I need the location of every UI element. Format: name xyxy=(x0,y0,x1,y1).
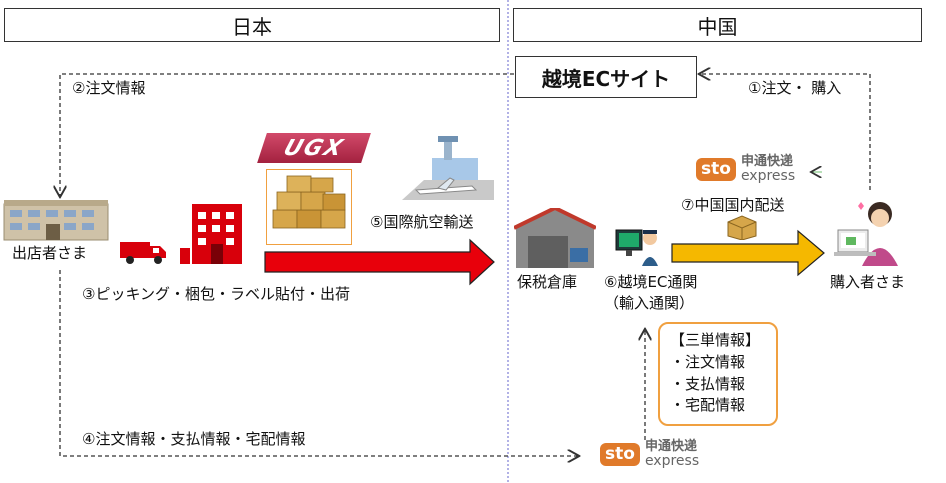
seller-office-building-icon xyxy=(3,200,109,241)
arrow-order-info xyxy=(60,73,514,196)
buyer-label: 購入者さま xyxy=(830,273,906,291)
info-box-title: 【三単情報】 xyxy=(670,331,761,349)
step2-label: ②注文情報 xyxy=(72,79,146,97)
step7-label: ⑦中国国内配送 xyxy=(681,196,785,214)
yellow-delivery-arrow xyxy=(671,229,825,277)
red-shipping-arrow xyxy=(264,238,495,286)
step6-label-line1: ⑥越境EC通関 xyxy=(604,273,698,291)
sto-cn-top: 申通快递 xyxy=(740,154,793,169)
sto-badge-bottom: sto xyxy=(600,442,640,466)
customs-officer-computer-icon xyxy=(615,229,658,266)
bonded-warehouse-icon xyxy=(514,208,596,268)
post-office-building-icon xyxy=(180,204,242,264)
step3-label: ③ピッキング・梱包・ラベル貼付・出荷 xyxy=(82,285,350,303)
info-item-payment: ・支払情報 xyxy=(670,374,746,393)
japan-region-label: 日本 xyxy=(232,14,272,39)
sto-badge-top: sto xyxy=(696,157,736,181)
info-item-order: ・注文情報 xyxy=(670,352,746,371)
sto-express-logo-bottom: sto 申通快递 express xyxy=(600,440,699,468)
sto-en-top: express xyxy=(740,167,796,184)
info-item-delivery: ・宅配情報 xyxy=(670,396,746,415)
delivery-truck-icon xyxy=(120,242,166,264)
japan-region-header: 日本 xyxy=(4,8,500,42)
site-label: 越境ECサイト xyxy=(541,66,671,91)
ugx-logo-text: UGX xyxy=(280,135,348,161)
buyer-with-laptop-icon xyxy=(834,202,898,266)
ugx-logo: UGX xyxy=(257,133,371,163)
sto-cn-bottom: 申通快递 xyxy=(644,439,697,454)
cargo-boxes-frame xyxy=(266,169,352,245)
cross-border-ec-site-box: 越境ECサイト xyxy=(515,56,697,98)
step5-label: ⑤国際航空輸送 xyxy=(370,213,474,231)
china-region-header: 中国 xyxy=(513,8,922,42)
warehouse-label: 保税倉庫 xyxy=(517,273,578,291)
china-region-label: 中国 xyxy=(697,14,738,39)
seller-label: 出店者さま xyxy=(12,244,88,262)
step1-label: ①注文・ 購入 xyxy=(748,79,842,97)
three-info-box: 【三単情報】 ・注文情報 ・支払情報 ・宅配情報 xyxy=(658,322,778,426)
step6-label-line2: （輸入通関） xyxy=(604,294,695,312)
arrow-order-purchase xyxy=(700,74,871,190)
cargo-boxes-icon xyxy=(272,175,346,229)
sto-en-bottom: express xyxy=(644,452,700,469)
arrow-three-info xyxy=(59,270,578,456)
parcel-icon xyxy=(727,215,757,240)
sto-express-logo-top: sto 申通快递 express xyxy=(696,155,795,183)
step4-label: ④注文情報・支払情報・宅配情報 xyxy=(82,430,306,448)
airport-airplane-icon xyxy=(402,136,494,200)
